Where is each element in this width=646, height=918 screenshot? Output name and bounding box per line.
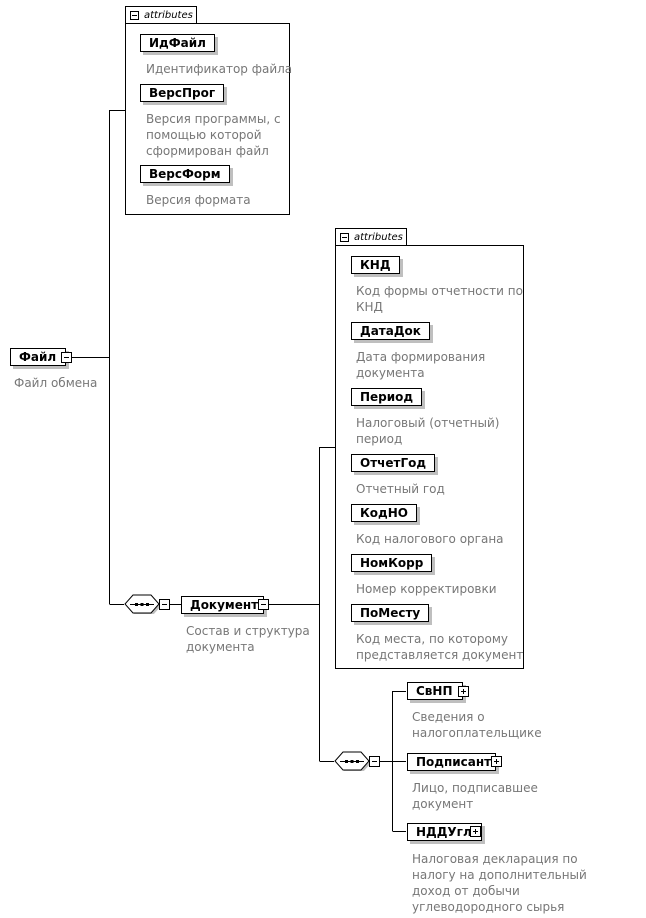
description-line: документа [186, 640, 255, 654]
expand-toggle-icon[interactable] [491, 756, 502, 767]
attribute-node[interactable]: КодНО [351, 504, 417, 522]
description-line: документа [356, 366, 425, 380]
attribute-name: ВерсПрог [149, 86, 216, 100]
description-line: Состав и структура [186, 624, 310, 638]
attribute-node[interactable]: ИдФайл [140, 34, 215, 52]
attributes-label: attributes [354, 232, 403, 243]
description-line: Лицо, подписавшее [412, 781, 538, 795]
collapse-icon[interactable] [340, 233, 349, 242]
collapse-icon[interactable] [130, 11, 139, 20]
attribute-name: ДатаДок [360, 324, 421, 338]
element-name: Файл [19, 350, 57, 364]
description-line: КНД [356, 300, 383, 314]
attribute-description: Номер корректировки [356, 581, 497, 597]
attributes-label: attributes [144, 10, 193, 21]
description-line: помощью которой [146, 128, 262, 142]
root-element-node[interactable]: Файл [10, 348, 66, 366]
description-line: Идентификатор файла [146, 62, 293, 76]
attribute-description: Версия программы, с помощью которой сфор… [146, 111, 281, 159]
attribute-node[interactable]: ОтчетГод [351, 454, 436, 472]
sequence-compositor-icon[interactable] [334, 751, 370, 771]
document-description: Состав и структура документа [186, 623, 310, 655]
root-attributes-tab[interactable]: attributes [125, 6, 197, 24]
document-element-node[interactable]: Документ [181, 596, 264, 614]
attribute-description: Код места, по которому представляется до… [356, 631, 523, 663]
attribute-description: Отчетный год [356, 481, 445, 497]
attribute-description: Код формы отчетности по КНД [356, 283, 523, 315]
attribute-name: ПоМесту [360, 606, 421, 620]
document-attributes-tab[interactable]: attributes [335, 228, 407, 246]
description-line: Налоговый (отчетный) [356, 416, 500, 430]
description-line: документ [412, 797, 474, 811]
attribute-name: КодНО [360, 506, 408, 520]
child-description: Лицо, подписавшее документ [412, 780, 538, 812]
attribute-node[interactable]: КНД [351, 256, 400, 274]
attribute-name: НомКорр [360, 556, 424, 570]
description-line: налогу на дополнительный [412, 868, 587, 882]
description-line: Сведения о [412, 710, 485, 724]
child-description: Сведения о налогоплательщике [412, 709, 542, 741]
attribute-node[interactable]: ДатаДок [351, 322, 430, 340]
collapse-toggle-icon[interactable] [159, 599, 170, 610]
element-name: СвНП [416, 684, 453, 698]
expand-toggle-icon[interactable] [458, 686, 469, 697]
root-attributes-box [125, 23, 290, 215]
child-description: Налоговая декларация по налогу на дополн… [412, 851, 587, 915]
description-line: сформирован файл [146, 144, 269, 158]
child-element-node[interactable]: НДДУгл [407, 823, 482, 841]
description-line: доход от добычи [412, 884, 520, 898]
element-name: Документ [190, 598, 259, 612]
attribute-node[interactable]: ПоМесту [351, 604, 430, 622]
description-line: представляется документ [356, 648, 524, 662]
attribute-name: ВерсФорм [149, 167, 221, 181]
description-line: углеводородного сырья [412, 900, 565, 914]
sequence-compositor-icon[interactable] [124, 594, 160, 614]
collapse-toggle-icon[interactable] [258, 599, 269, 610]
child-element-node[interactable]: СвНП [407, 682, 463, 700]
description-line: Налоговая декларация по [412, 852, 578, 866]
attribute-description: Версия формата [146, 192, 251, 208]
description-line: период [356, 432, 403, 446]
attribute-name: ОтчетГод [360, 456, 427, 470]
description-line: Код налогового органа [356, 532, 504, 546]
attribute-name: КНД [360, 258, 391, 272]
description-line: Номер корректировки [356, 582, 497, 596]
description-line: Версия программы, с [146, 112, 281, 126]
attribute-node[interactable]: ВерсФорм [140, 165, 230, 183]
description-line: Дата формирования [356, 350, 486, 364]
attribute-node[interactable]: НомКорр [351, 554, 433, 572]
attribute-name: ИдФайл [149, 36, 206, 50]
child-element-node[interactable]: Подписант [407, 753, 496, 771]
description-line: Отчетный год [356, 482, 445, 496]
expand-toggle-icon[interactable] [470, 826, 481, 837]
description-line: Код формы отчетности по [356, 284, 523, 298]
description-line: Код места, по которому [356, 632, 509, 646]
collapse-toggle-icon[interactable] [369, 756, 380, 767]
element-name: Подписант [416, 755, 492, 769]
attribute-node[interactable]: Период [351, 388, 423, 406]
attribute-description: Налоговый (отчетный) период [356, 415, 499, 447]
attribute-node[interactable]: ВерсПрог [140, 84, 225, 102]
description-line: Версия формата [146, 193, 251, 207]
attribute-description: Идентификатор файла [146, 61, 292, 77]
attribute-name: Период [360, 390, 414, 404]
collapse-toggle-icon[interactable] [61, 352, 72, 363]
root-description: Файл обмена [14, 376, 98, 390]
element-name: НДДУгл [416, 825, 472, 839]
description-line: налогоплательщике [412, 726, 542, 740]
attribute-description: Код налогового органа [356, 531, 504, 547]
attribute-description: Дата формирования документа [356, 349, 485, 381]
